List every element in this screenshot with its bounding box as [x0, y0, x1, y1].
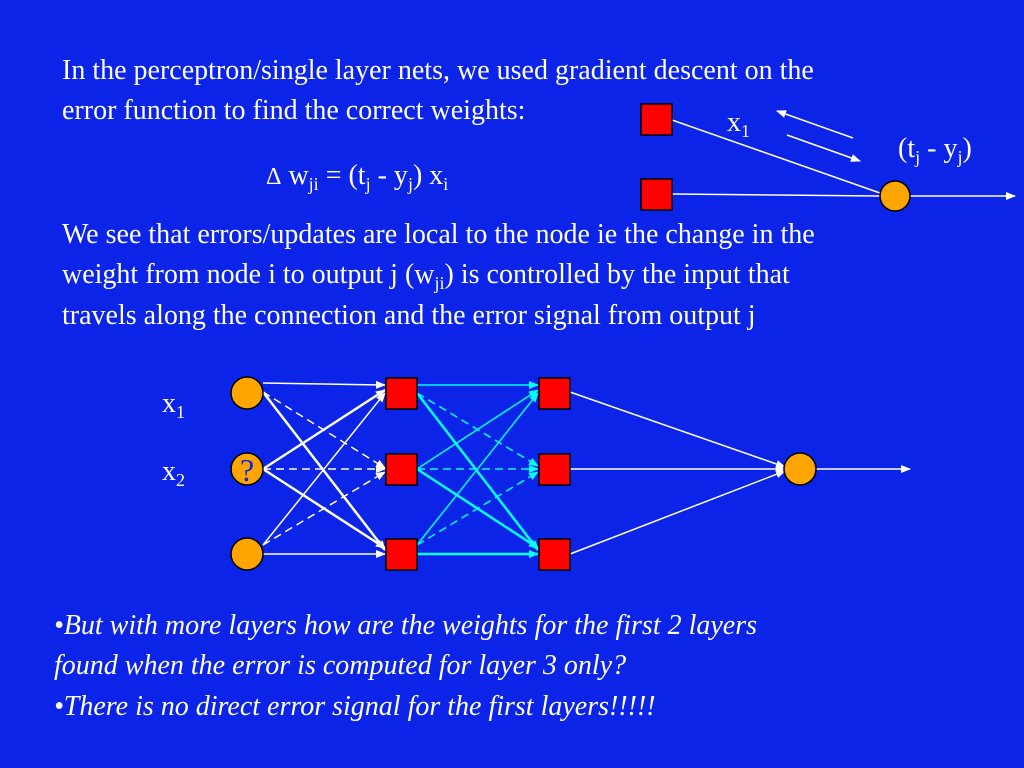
explanation-line-3: travels along the connection and the err… — [62, 300, 756, 331]
input-x1-label: x1 — [162, 388, 185, 422]
weight-update-formula: Δ wji = (tj - yj) xi — [266, 160, 449, 194]
bullet-1-line-2: found when the error is computed for lay… — [54, 650, 627, 681]
hidden1-node-1 — [385, 377, 418, 410]
input-node-1 — [230, 376, 264, 410]
input-x2-label: x2 — [162, 456, 185, 490]
intro-line-2: error function to find the correct weigh… — [62, 95, 526, 126]
formula-w: w — [288, 160, 309, 191]
input-node-2 — [230, 452, 264, 486]
hidden1-node-2 — [385, 453, 418, 486]
big-net-links — [262, 380, 911, 558]
small-input-node-1 — [640, 103, 673, 136]
hidden1-node-3 — [385, 538, 418, 571]
small-link-1 — [671, 119, 881, 194]
input-node-3 — [230, 537, 264, 571]
small-output-node — [879, 180, 911, 212]
bullet-2: •There is no direct error signal for the… — [54, 691, 656, 722]
explanation-line-1: We see that errors/updates are local to … — [62, 219, 815, 250]
big-net-nodes — [230, 376, 817, 571]
forward-arrow — [786, 134, 861, 162]
intro-line-1: In the perceptron/single layer nets, we … — [62, 55, 814, 86]
hidden2-node-3 — [538, 538, 571, 571]
bullet-1-line-1: •But with more layers how are the weight… — [54, 610, 758, 641]
small-net — [640, 103, 1016, 212]
output-node — [783, 452, 817, 486]
explanation-line-2: weight from node i to output j (wji) is … — [62, 259, 790, 293]
small-link-2 — [671, 193, 881, 197]
hidden2-node-2 — [538, 453, 571, 486]
small-input-node-2 — [640, 178, 673, 211]
small-net-x1-label: x1 — [727, 107, 750, 141]
delta-icon: Δ — [266, 164, 282, 190]
backward-arrow — [776, 110, 854, 139]
hidden2-node-1 — [538, 377, 571, 410]
error-signal-label: (tj - yj) — [898, 133, 972, 167]
question-mark: ? — [240, 452, 255, 488]
